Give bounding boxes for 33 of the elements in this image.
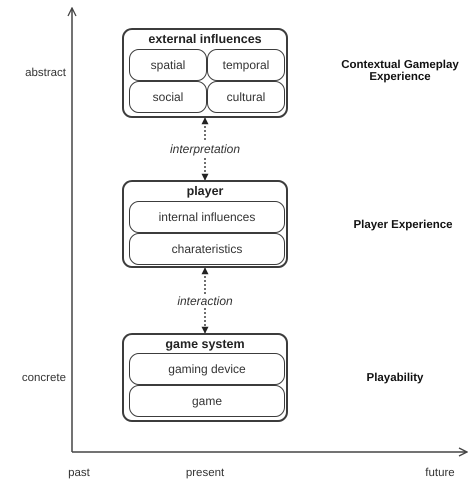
- component-label: game: [192, 394, 222, 408]
- component-box: [129, 233, 285, 265]
- connector-arrow: [202, 267, 208, 334]
- group-box: [122, 333, 288, 422]
- level-label: Contextual Gameplay Experience: [340, 59, 460, 83]
- component-label: temporal: [222, 58, 270, 72]
- component-box: [129, 49, 207, 81]
- level-label: Player Experience: [352, 219, 454, 231]
- component-box: [207, 49, 285, 81]
- level-label: Playability: [366, 372, 424, 384]
- component-label: charateristics: [172, 242, 242, 256]
- component-box: [207, 81, 285, 113]
- component-box: [129, 81, 207, 113]
- component-label: gaming device: [168, 362, 246, 376]
- component-box: [129, 385, 285, 417]
- edge-label: interaction: [175, 294, 235, 308]
- group-box: [122, 180, 288, 268]
- group-title: game system: [165, 337, 245, 351]
- edge-label: interpretation: [168, 142, 242, 156]
- component-label: spatial: [150, 58, 186, 72]
- axis-label: present: [186, 467, 224, 479]
- component-label: cultural: [226, 90, 266, 104]
- axis-label: abstract: [25, 67, 66, 79]
- component-box: [129, 201, 285, 233]
- group-title: player: [186, 184, 224, 198]
- component-label: internal influences: [158, 210, 256, 224]
- component-box: [129, 353, 285, 385]
- component-label: social: [152, 90, 184, 104]
- axis-label: concrete: [22, 372, 66, 384]
- group-box: [122, 28, 288, 118]
- axis-label: past: [68, 467, 90, 479]
- group-title: external influences: [148, 32, 262, 46]
- axis-label: future: [425, 467, 455, 479]
